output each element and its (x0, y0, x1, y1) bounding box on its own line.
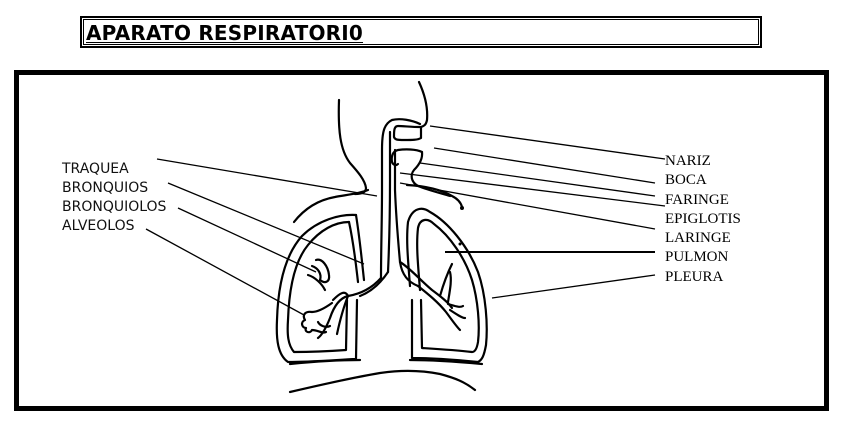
leader-laringe (399, 182, 656, 230)
left-labels: TRAQUEA BRONQUIOS BRONQUIOLOS ALVEOLOS (61, 161, 167, 234)
label-bronquiolos: BRONQUIOLOS (62, 199, 167, 215)
label-laringe: LARINGE (665, 230, 731, 246)
right-leader-lines (399, 125, 666, 299)
leader-boca (433, 147, 656, 184)
leader-pleura (491, 274, 656, 299)
leader-alveolos (145, 228, 305, 316)
page-title: APARATO RESPIRATORI0 (86, 21, 364, 45)
diaphragm (288, 358, 484, 394)
right-lung (398, 207, 488, 364)
leader-bronquiolos (177, 207, 317, 273)
trachea (386, 130, 392, 274)
label-alveolos: ALVEOLOS (62, 218, 135, 234)
leader-faringe (419, 162, 656, 197)
label-faringe: FARINGE (665, 192, 729, 208)
label-boca: BOCA (665, 172, 707, 188)
label-nariz: NARIZ (665, 153, 711, 169)
label-bronquios: BRONQUIOS (62, 180, 148, 196)
leader-epiglotis (399, 172, 666, 207)
nasal-oral-cavity (379, 118, 452, 288)
leader-bronquios (167, 182, 365, 265)
label-pulmon: PULMON (665, 249, 729, 265)
left-leader-lines (145, 158, 378, 316)
right-labels: NARIZ BOCA FARINGE EPIGLOTIS LARINGE PUL… (665, 153, 741, 285)
leader-traquea (156, 158, 378, 197)
title-box: APARATO RESPIRATORI0 (80, 16, 762, 48)
leader-nariz (429, 125, 666, 160)
label-traquea: TRAQUEA (61, 161, 129, 177)
left-lung (275, 213, 390, 364)
label-epiglotis: EPIGLOTIS (665, 211, 741, 227)
label-pleura: PLEURA (665, 269, 724, 285)
